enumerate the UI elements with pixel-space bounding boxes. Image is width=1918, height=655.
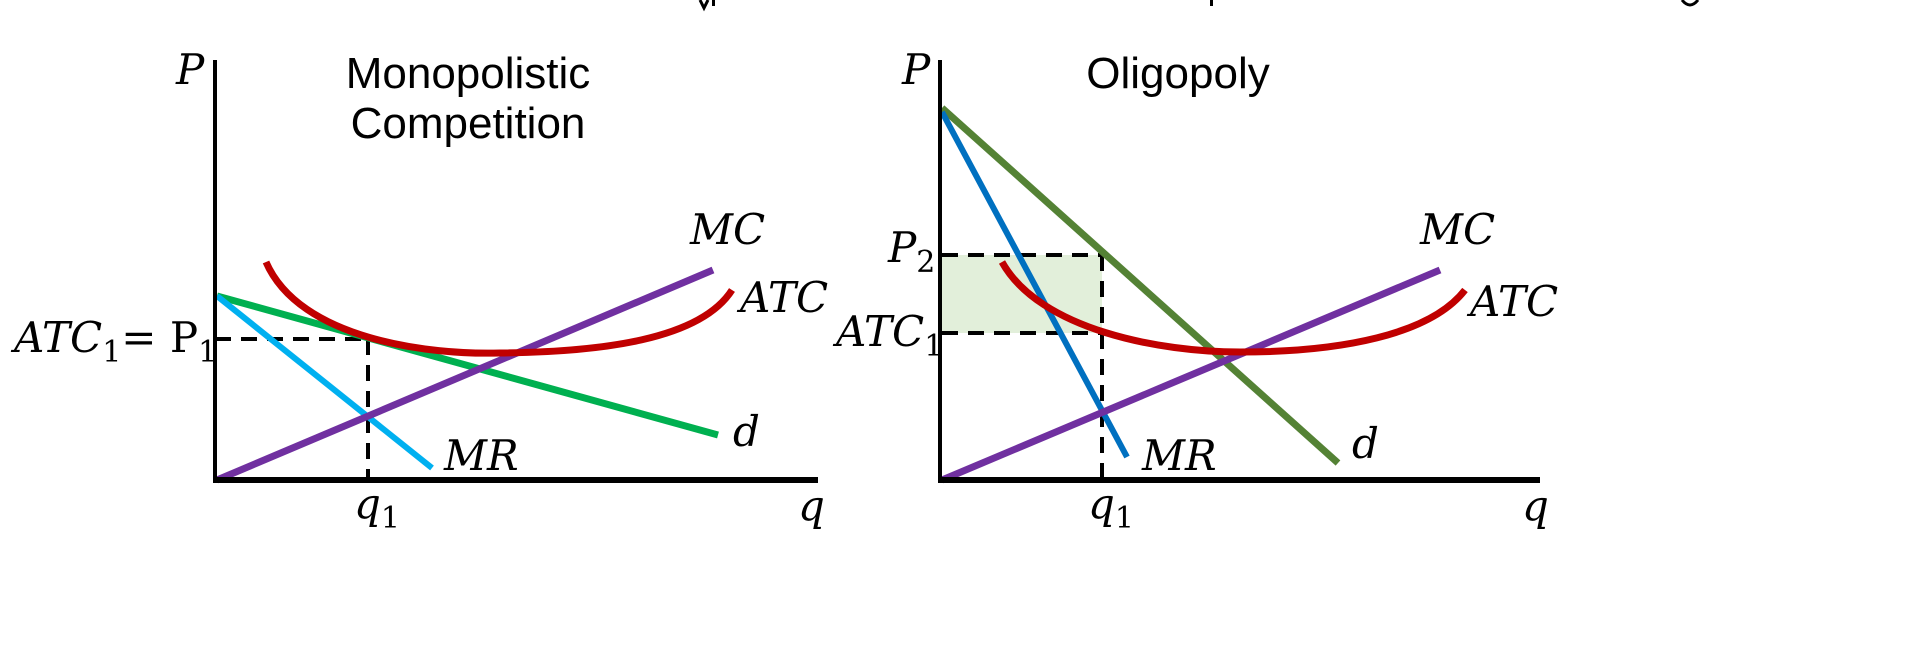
q1-label: q1 [1088, 479, 1134, 536]
p2-label: P2 [887, 223, 935, 280]
atc-label: ATC [1466, 277, 1558, 326]
chart-title-line1: Monopolistic [346, 49, 591, 98]
chart-title-line2: Competition [351, 99, 586, 148]
mr-label: MR [1141, 431, 1217, 480]
demand-curve-d [939, 105, 1341, 466]
demand-curve-d [216, 292, 719, 439]
mc-label: MC [689, 205, 765, 254]
x-axis-label: q [1522, 481, 1549, 530]
oligopoly-chart: Oligopoly P q q1 P2 ATC1 MC ATC d MR [832, 45, 1558, 536]
monopolistic-competition-chart: Monopolistic Competition P q q1 ATC1= P1… [10, 45, 828, 536]
marginal-cost-curve [215, 266, 715, 484]
x-axis-label: q [798, 481, 825, 530]
average-total-cost-curve [262, 260, 735, 357]
atc1-equals-p1-label: ATC1= P1 [10, 313, 217, 370]
atc-label: ATC [736, 273, 828, 322]
d-label: d [1352, 419, 1379, 468]
y-axis-label: P [175, 45, 205, 94]
d-label: d [733, 407, 760, 456]
marginal-cost-curve [940, 266, 1442, 484]
average-total-cost-curve [998, 260, 1468, 356]
atc1-label: ATC1 [832, 307, 943, 364]
mc-label: MC [1419, 205, 1495, 254]
marginal-revenue-curve [215, 293, 434, 471]
q1-label: q1 [354, 479, 400, 536]
chart-title: Oligopoly [1086, 49, 1269, 98]
mr-label: MR [443, 431, 519, 480]
marginal-revenue-curve [939, 110, 1130, 459]
y-axis-label: P [901, 45, 931, 94]
top-title-fragment [698, 0, 1700, 12]
